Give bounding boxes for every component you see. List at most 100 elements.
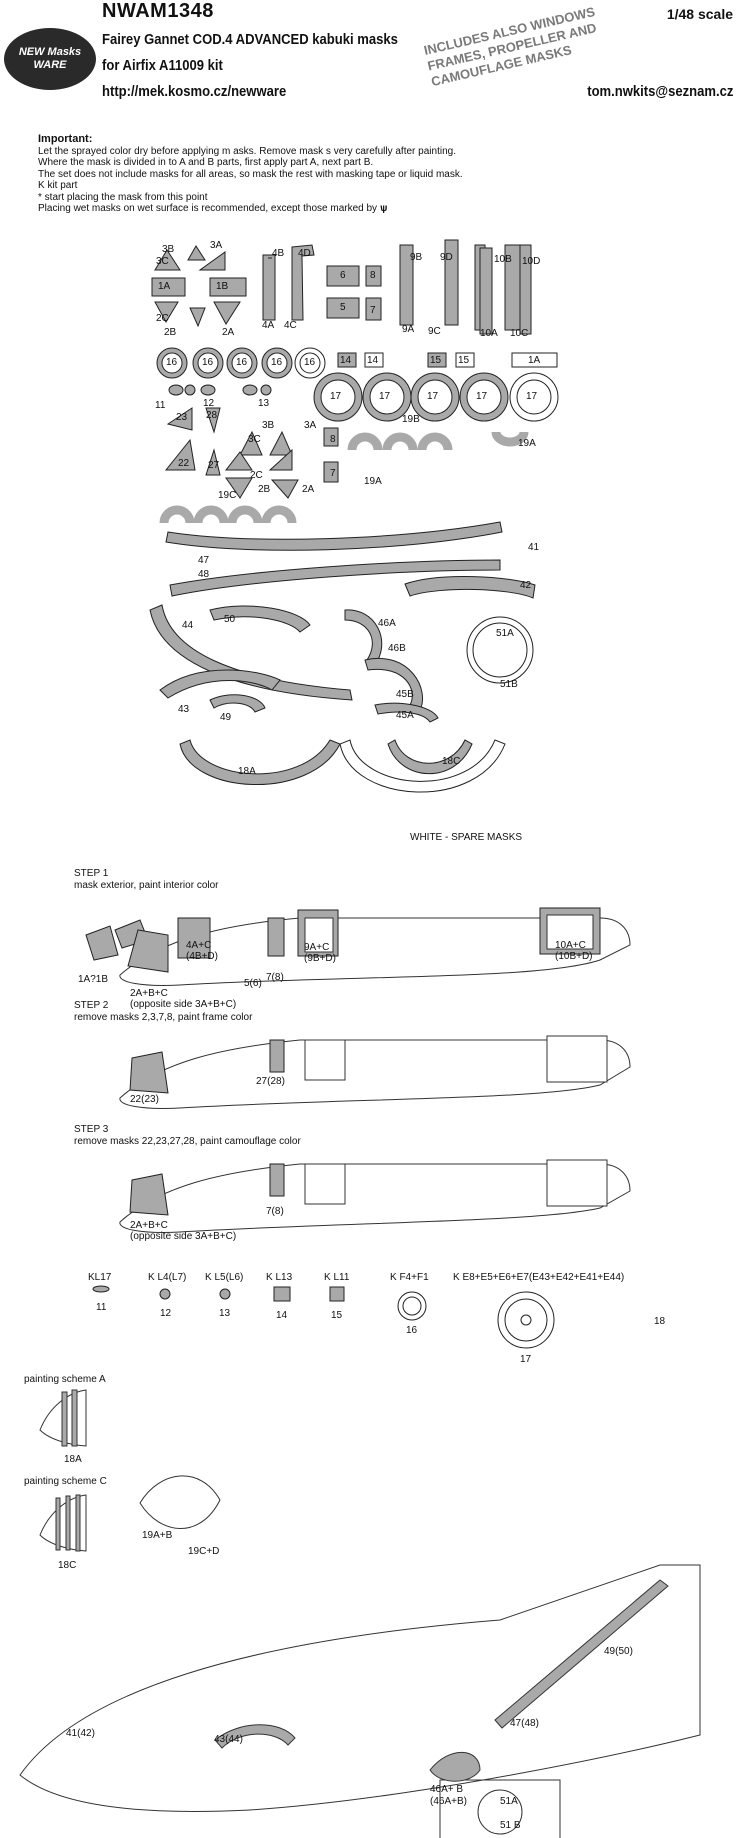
plane-label: 43(44): [214, 1734, 243, 1745]
mask-label: 12: [203, 398, 215, 409]
mask-label: 51B: [500, 679, 518, 690]
mask-label: 3A: [210, 240, 223, 251]
mask-label: 14: [340, 355, 352, 366]
mask-shape: [154, 301, 179, 324]
mask-label: 9A: [402, 324, 415, 335]
mask-label: 43: [178, 704, 190, 715]
step-label: (9B+D): [304, 953, 336, 964]
mask-label: 10A: [480, 328, 498, 339]
step-label: 7(8): [266, 1206, 284, 1217]
wet-mask-icon: ѱ: [379, 203, 388, 214]
mask-label: 4A: [262, 320, 275, 331]
mask-label: 1A: [158, 281, 171, 292]
mask-label: 2C: [250, 470, 263, 481]
kit-part-number: 11: [96, 1302, 107, 1313]
mask-label: 46A: [378, 618, 396, 629]
mask-label: 22: [178, 458, 190, 469]
scheme-c-label: 18C: [58, 1560, 77, 1571]
important-notes: Important: Let the sprayed color dry bef…: [38, 133, 463, 215]
scheme-c-title: painting scheme C: [24, 1476, 107, 1487]
note-line: K kit part: [38, 180, 78, 191]
step-3: STEP 3 remove masks 22,23,27,28, paint c…: [74, 1124, 301, 1147]
mask-label: 16: [202, 357, 214, 368]
spare-masks-note: WHITE - SPARE MASKS: [410, 832, 523, 843]
kit-part-label: K L5(L6): [205, 1272, 244, 1283]
mask-label: 2A: [302, 484, 315, 495]
step-label: 27(28): [256, 1076, 285, 1087]
mask-label: 10D: [522, 256, 541, 267]
mask-label: 2C: [156, 313, 169, 324]
spinner-label-c: 19C+D: [188, 1546, 220, 1557]
logo-line2: WARE: [33, 59, 67, 71]
mask-label: 11: [155, 400, 166, 411]
mask-label: 45A: [396, 710, 414, 721]
mask-label: 6: [340, 270, 346, 281]
mask-label: 19A: [364, 476, 382, 487]
note-line: Where the mask is divided in to A and B …: [38, 157, 374, 168]
mask-label: 27: [208, 460, 220, 471]
kit-part-number: 12: [160, 1308, 172, 1319]
mask-label: 8: [370, 270, 376, 281]
step-title: STEP 3: [74, 1124, 109, 1135]
kit-part-number: 14: [276, 1310, 288, 1321]
mask-label: 1B: [216, 281, 229, 292]
mask-label: 8: [330, 434, 336, 445]
website-url[interactable]: http://mek.kosmo.cz/newware: [102, 84, 287, 100]
mask-label: 15: [458, 355, 470, 366]
step-label: 5(6): [244, 978, 262, 989]
mask-label: 1A: [528, 355, 541, 366]
mask-label: 17: [330, 391, 342, 402]
mask-label: 17: [379, 391, 391, 402]
mask-label: 5: [340, 302, 346, 313]
plane-label: 41(42): [66, 1728, 95, 1739]
mask-label: 42: [520, 580, 532, 591]
mask-label: 17: [526, 391, 538, 402]
note-line: Placing wet masks on wet surface is reco…: [38, 203, 378, 214]
kit-part-number: 13: [219, 1308, 231, 1319]
step-2: STEP 2 remove masks 2,3,7,8, paint frame…: [74, 1000, 252, 1023]
mask-label: 19C: [218, 490, 237, 501]
step-label: (10B+D): [555, 951, 593, 962]
mask-label: 44: [182, 620, 194, 631]
mask-label: 10C: [510, 328, 529, 339]
mask-shape: [198, 251, 226, 271]
kit-part-label: K E8+E5+E6+E7(E43+E42+E41+E44): [453, 1272, 625, 1283]
mask-label: 17: [476, 391, 488, 402]
scale-label: 1/48 scale: [666, 6, 733, 22]
step-label: 10A+C: [555, 940, 586, 951]
kit-part-number: 18: [654, 1316, 666, 1327]
mask-shape: [189, 307, 206, 328]
mask-shape: [326, 265, 360, 287]
mask-shape: [209, 277, 247, 297]
step-text: remove masks 2,3,7,8, paint frame color: [74, 1011, 253, 1023]
mask-label: 4C: [284, 320, 297, 331]
plane-label: (46A+B): [430, 1796, 467, 1807]
mask-label: 17: [427, 391, 439, 402]
step-label: 7(8): [266, 972, 284, 983]
mask-label: 3A: [304, 420, 317, 431]
kit-part-label: KL17: [88, 1272, 112, 1283]
mask-shape: [154, 249, 181, 271]
product-code: NWAM1348: [102, 0, 214, 22]
mask-label: 49: [220, 712, 232, 723]
mask-label: 9B: [410, 252, 423, 263]
plane-label: 47(48): [510, 1718, 539, 1729]
contact-email[interactable]: tom.nwkits@seznam.cz: [586, 84, 733, 100]
mask-label: 50: [224, 614, 236, 625]
note-line: Let the sprayed color dry before applyin…: [38, 145, 456, 157]
mask-label: 9C: [428, 326, 441, 337]
mask-label: 10B: [494, 254, 512, 265]
mask-shape: [365, 265, 382, 287]
mask-shape: [365, 297, 382, 321]
mask-label: 7: [330, 468, 336, 479]
mask-label: 3B: [262, 420, 275, 431]
mask-label: 15: [430, 355, 442, 366]
step-label: 2A+B+C: [130, 988, 168, 999]
spinner-label-a: 19A+B: [142, 1530, 173, 1541]
mask-shape: [213, 301, 241, 325]
product-title: Fairey Gannet COD.4 ADVANCED kabuki mask…: [102, 32, 398, 48]
kit-part-number: 16: [406, 1325, 418, 1336]
mask-label: 46B: [388, 643, 406, 654]
mask-label: 51A: [496, 628, 514, 639]
